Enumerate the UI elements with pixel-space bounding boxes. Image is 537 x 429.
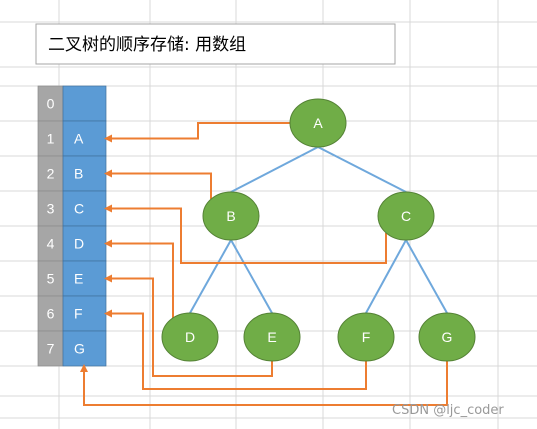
tree-node-g: G	[418, 312, 476, 362]
array-cell-label: F	[74, 306, 83, 322]
tree-edge-c-g	[405, 239, 448, 314]
array-cell-label: B	[74, 166, 83, 182]
index-cell	[37, 260, 64, 297]
array-cell-label: G	[74, 341, 85, 357]
index-label: 7	[47, 341, 55, 357]
node-circle	[161, 312, 219, 362]
index-cell	[37, 155, 64, 192]
index-arrow-g	[80, 361, 448, 406]
index-cell	[37, 330, 64, 367]
array-cell	[62, 120, 107, 157]
node-label: B	[226, 208, 235, 224]
index-arrow-d	[104, 239, 174, 323]
index-label: 4	[47, 236, 55, 252]
array-cell-label: C	[74, 201, 84, 217]
index-cell	[37, 190, 64, 227]
index-arrow-e	[104, 274, 273, 377]
index-arrow-a	[104, 122, 290, 143]
index-label: 0	[47, 96, 55, 112]
array-cell-label: D	[74, 236, 84, 252]
index-cell	[37, 295, 64, 332]
index-cell	[37, 120, 64, 157]
node-circle	[337, 312, 395, 362]
node-label: A	[313, 115, 323, 131]
node-circle	[243, 312, 301, 362]
tree-edge-c-f	[365, 239, 407, 314]
index-cell	[37, 85, 64, 122]
array-cell	[62, 155, 107, 192]
index-label: 6	[47, 306, 55, 322]
title-box: 二叉树的顺序存储: 用数组	[35, 23, 396, 65]
tree-node-c: C	[377, 191, 435, 241]
tree-node-f: F	[337, 312, 395, 362]
index-arrow-f	[104, 309, 367, 390]
array-cell	[62, 330, 107, 367]
tree-node-a: A	[289, 98, 347, 148]
title-text: 二叉树的顺序存储: 用数组	[48, 35, 246, 55]
array-cell	[62, 295, 107, 332]
node-label: F	[362, 329, 371, 345]
index-arrow-c	[104, 204, 387, 264]
node-label: G	[442, 329, 453, 345]
array-cell	[62, 85, 107, 122]
tree-node-e: E	[243, 312, 301, 362]
array-table: 0 1 2 3 4 5 6 7 A B C D E F G	[37, 85, 107, 367]
array-cell	[62, 260, 107, 297]
index-label: 1	[47, 131, 55, 147]
tree-edge-a-c	[317, 146, 407, 193]
array-cell	[62, 190, 107, 227]
node-circle	[202, 191, 260, 241]
tree-edge-b-e	[230, 239, 273, 314]
array-cell	[62, 225, 107, 262]
node-circle	[289, 98, 347, 148]
index-arrow-b	[104, 169, 212, 199]
node-label: D	[185, 329, 195, 345]
tree-edges	[189, 146, 448, 314]
index-arrows	[80, 122, 448, 406]
tree-node-b: B	[202, 191, 260, 241]
tree-edge-a-b	[230, 146, 319, 193]
tree-nodes: A B C D E F G	[161, 98, 476, 362]
array-cell-label: E	[74, 271, 83, 287]
index-label: 5	[47, 271, 55, 287]
array-cell-label: A	[74, 131, 84, 147]
index-label: 2	[47, 166, 55, 182]
node-circle	[377, 191, 435, 241]
tree-edge-b-d	[189, 239, 232, 314]
index-label: 3	[47, 201, 55, 217]
node-label: E	[267, 329, 276, 345]
node-label: C	[401, 208, 411, 224]
watermark-text: CSDN @ljc_coder	[392, 403, 504, 418]
tree-node-d: D	[161, 312, 219, 362]
node-circle	[418, 312, 476, 362]
